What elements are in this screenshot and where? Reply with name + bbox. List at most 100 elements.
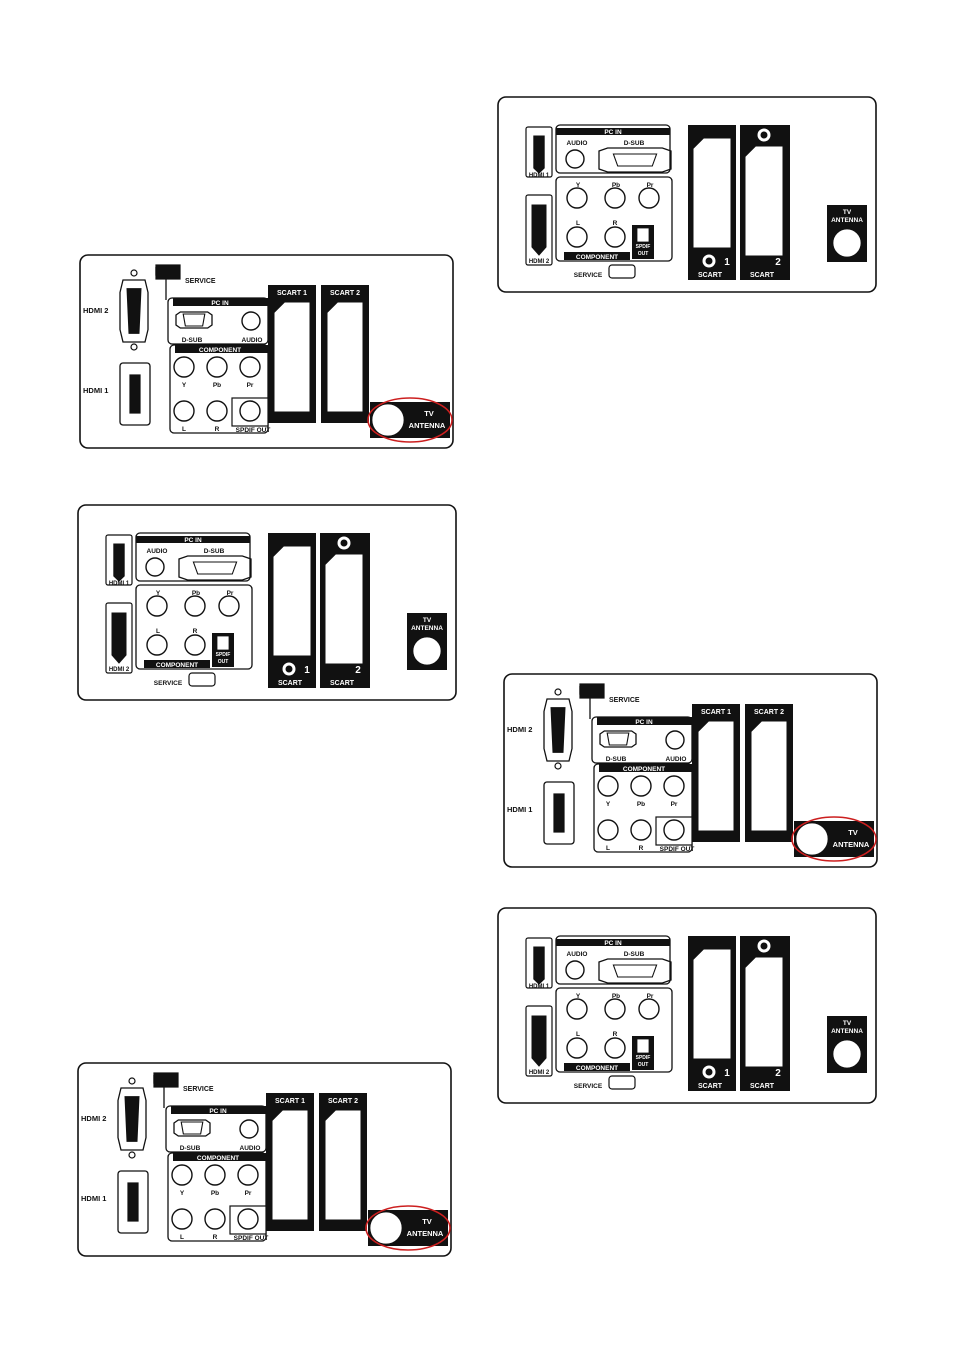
label-num2: 2 [355, 665, 361, 676]
service-port-plug [153, 1072, 179, 1088]
component-footer [564, 1063, 630, 1071]
spdif-out-jack [237, 1208, 259, 1230]
scart-1-socket [273, 546, 311, 656]
hdmi-1-port [543, 781, 575, 845]
label-scart2: SCART 2 [754, 709, 784, 716]
screw-hole [130, 269, 138, 277]
vga-port-outline [119, 279, 149, 343]
label-pb: Pb [612, 182, 620, 189]
label-antenna: ANTENNA [407, 1229, 444, 1238]
component-y-jack [566, 187, 588, 209]
label-dsub: D-SUB [180, 1145, 201, 1152]
label-l: L [180, 1234, 184, 1241]
label-scart1: SCART 1 [277, 290, 307, 297]
label-spdif-out: SPDIF OUT [234, 1235, 269, 1242]
label-pr: Pr [227, 590, 234, 597]
label-component: COMPONENT [576, 254, 618, 261]
label-r: R [215, 426, 220, 433]
hdmi-2-socket [531, 1015, 547, 1067]
hdmi-1-port [119, 362, 151, 426]
label-service: SERVICE [154, 680, 183, 687]
label-hdmi2: HDMI 2 [83, 306, 108, 315]
vga-port-socket [550, 707, 566, 753]
component-header [599, 764, 692, 772]
label-l: L [182, 426, 186, 433]
label-hdmi2: HDMI 2 [109, 667, 130, 673]
hdmi-2-port-outline [525, 1005, 553, 1077]
vga-port-socket [612, 153, 658, 167]
scart-1-socket [272, 1110, 308, 1220]
label-y: Y [180, 1190, 185, 1197]
service-port [608, 1075, 636, 1090]
label-pc-in: PC IN [209, 1108, 227, 1115]
label-scart2: SCART 2 [330, 290, 360, 297]
panel-frame [497, 907, 877, 1104]
label-scart: SCART [750, 1083, 775, 1090]
label-pr: Pr [647, 993, 654, 1000]
vga-port-socket [606, 732, 630, 746]
label-hdmi1: HDMI 1 [529, 173, 550, 179]
audio-l-jack [146, 634, 168, 656]
audio-jack [239, 1119, 259, 1139]
label-l: L [606, 845, 610, 852]
audio-r-jack [604, 226, 626, 248]
label-pb: Pb [612, 993, 620, 1000]
tv-antenna-jack [370, 1212, 402, 1244]
label-hdmi1: HDMI 1 [81, 1194, 106, 1203]
label-service: SERVICE [574, 1083, 603, 1090]
label-pc-in: PC IN [604, 129, 622, 136]
label-antenna: ANTENNA [411, 625, 443, 632]
component-group [135, 584, 253, 670]
label-l: L [156, 628, 160, 635]
label-dsub: D-SUB [624, 140, 645, 147]
scart-1-socket [274, 302, 310, 412]
audio-l-jack [173, 400, 195, 422]
hdmi-1-socket [127, 1182, 139, 1222]
panel-frame [77, 1062, 452, 1257]
label-service: SERVICE [183, 1086, 214, 1093]
label-spdif: SPDIF [216, 652, 231, 658]
label-service: SERVICE [185, 278, 216, 285]
pc-in-header [556, 128, 670, 135]
vga-port-outline [117, 1087, 147, 1151]
service-port-plug [579, 683, 605, 699]
label-num2: 2 [775, 1068, 781, 1079]
hdmi-port-outline [105, 534, 133, 586]
label-out: OUT [218, 659, 229, 665]
component-y-jack [566, 998, 588, 1020]
label-pc-in: PC IN [184, 537, 202, 544]
service-port-plug [155, 264, 181, 280]
label-dsub: D-SUB [182, 337, 203, 344]
scart-2-socket [745, 146, 783, 256]
pc-in-group [555, 935, 671, 985]
label-pc-in: PC IN [211, 300, 229, 307]
vga-port-outline [173, 1119, 211, 1137]
vga-port-outline [598, 147, 672, 173]
label-hdmi1: HDMI 1 [109, 581, 130, 587]
vga-port-socket [182, 313, 206, 327]
label-dsub: D-SUB [204, 548, 225, 555]
spdif-box [229, 1205, 267, 1235]
label-scart: SCART [278, 680, 303, 687]
service-port [608, 264, 636, 279]
vga-port-socket [180, 1121, 204, 1135]
label-pr: Pr [647, 182, 654, 189]
scart-2-indicator-dot [340, 539, 348, 547]
hdmi-port-outline [525, 126, 553, 178]
label-tv: TV [422, 1217, 432, 1226]
label-component: COMPONENT [197, 1155, 239, 1162]
component-pr-jack [218, 595, 240, 617]
hdmi-socket [533, 946, 545, 985]
spdif-out-jack [663, 819, 685, 841]
spdif-socket [637, 1039, 649, 1053]
antenna-highlight-circle [791, 816, 877, 862]
component-footer [564, 252, 630, 260]
screw-hole [130, 343, 138, 351]
label-service: SERVICE [609, 697, 640, 704]
scart-2-socket [751, 721, 787, 831]
component-pb-jack [184, 595, 206, 617]
panel-frame [79, 254, 454, 449]
